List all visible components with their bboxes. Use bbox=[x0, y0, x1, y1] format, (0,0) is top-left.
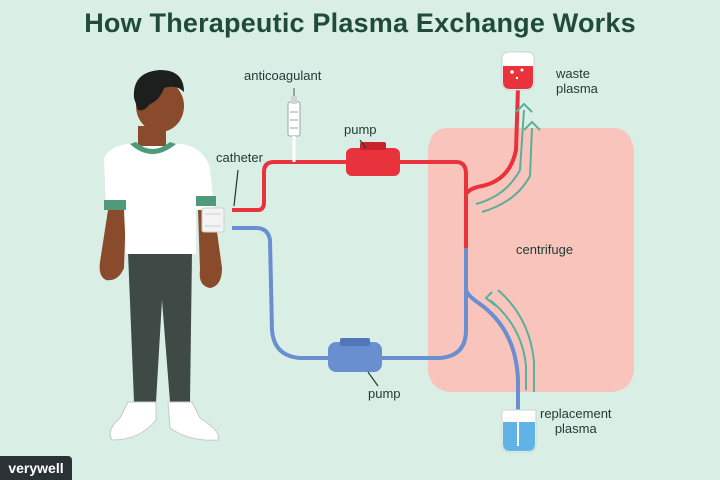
centrifuge-label: centrifuge bbox=[516, 242, 574, 257]
draw-pump bbox=[346, 148, 400, 176]
return-pump bbox=[328, 342, 382, 372]
replacement-plasma-bag-icon bbox=[501, 409, 537, 453]
centrifuge-body bbox=[428, 128, 634, 392]
page-title: How Therapeutic Plasma Exchange Works bbox=[84, 8, 636, 38]
blood-to-centrifuge-line bbox=[398, 160, 468, 248]
anticoagulant-syringe-icon bbox=[287, 88, 301, 162]
blood-draw-line bbox=[232, 160, 348, 212]
bottom-pump-label: pump bbox=[368, 386, 401, 401]
top-pump-label: pump bbox=[344, 122, 377, 137]
waste-plasma-label: waste plasma bbox=[556, 66, 598, 96]
replacement-plasma-label-line1: replacement bbox=[540, 406, 612, 421]
anticoagulant-label: anticoagulant bbox=[244, 68, 322, 83]
label-pointers bbox=[233, 139, 379, 387]
flow-arrows bbox=[475, 102, 541, 392]
replacement-plasma-label: replacement plasma bbox=[540, 406, 612, 436]
patient-figure bbox=[99, 70, 225, 441]
waste-plasma-label-line2: plasma bbox=[556, 81, 598, 96]
blood-return-line bbox=[380, 248, 468, 360]
waste-plasma-bag-icon bbox=[501, 51, 535, 91]
waste-plasma-line bbox=[464, 87, 520, 196]
replacement-plasma-label-line2: plasma bbox=[554, 421, 597, 436]
blood-return-to-patient-line bbox=[232, 226, 330, 360]
catheter-label: catheter bbox=[216, 150, 263, 165]
replacement-plasma-line bbox=[464, 289, 520, 440]
waste-plasma-label-line1: waste bbox=[556, 66, 590, 81]
verywell-logo: verywell bbox=[0, 456, 72, 480]
